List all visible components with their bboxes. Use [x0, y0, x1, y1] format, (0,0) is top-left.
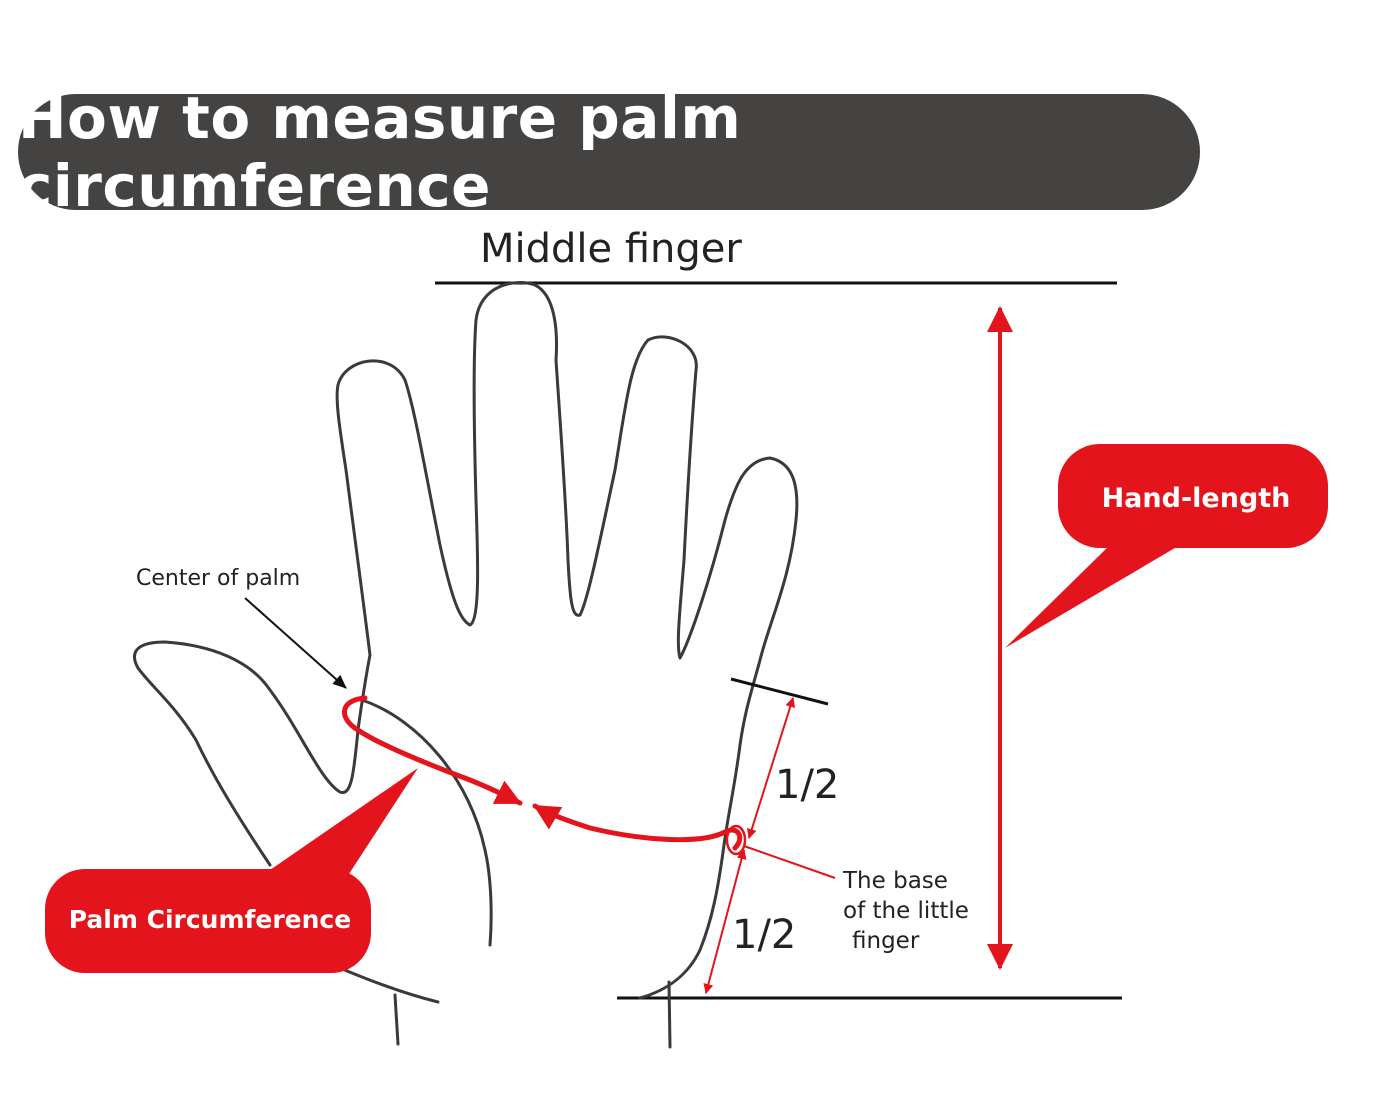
hand-length-callout: Hand-length — [1005, 444, 1328, 648]
center-of-palm-label: Center of palm — [136, 566, 300, 591]
little-finger-base-label-1: The base — [842, 868, 948, 894]
palm-circumference-callout: Palm Circumference — [45, 768, 418, 973]
upper-half-label: 1/2 — [775, 762, 839, 808]
upper-half-arrow — [746, 697, 796, 839]
little-finger-base-label-3: finger — [852, 928, 920, 954]
middle-finger-label: Middle finger — [480, 226, 742, 272]
center-of-palm-pointer — [244, 597, 347, 689]
hand-outline — [132, 281, 799, 1049]
lower-half-arrow — [703, 849, 747, 994]
little-finger-leader — [743, 845, 836, 879]
hand-length-label: Hand-length — [1102, 483, 1291, 514]
lower-half-label: 1/2 — [732, 912, 796, 958]
title-banner: How to measure palm circumference — [18, 84, 1200, 220]
little-finger-tick — [730, 677, 829, 706]
palm-circumference-label: Palm Circumference — [69, 905, 351, 934]
little-finger-base-label-2: of the little — [843, 898, 969, 924]
page-title: How to measure palm circumference — [18, 84, 742, 220]
